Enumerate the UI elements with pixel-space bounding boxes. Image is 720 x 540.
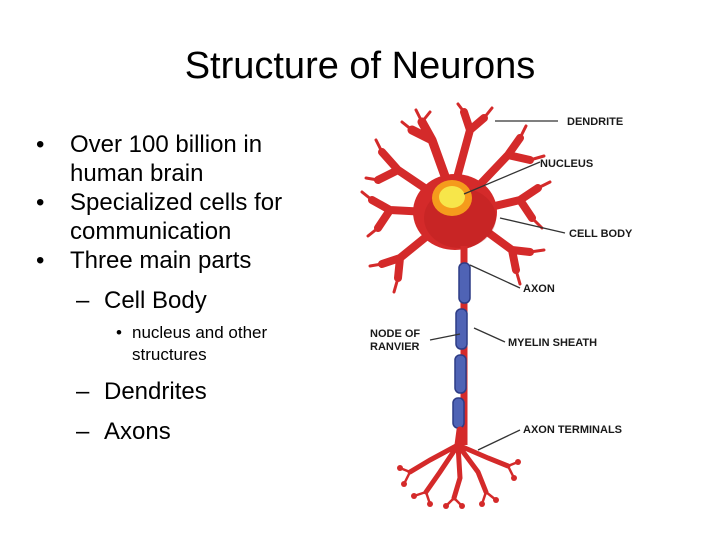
axon-terminals-group — [398, 426, 520, 508]
sub-bullet-item: –Dendrites — [36, 377, 336, 406]
label-axon-terminals: AXON TERMINALS — [523, 424, 622, 436]
label-nucleus: NUCLEUS — [540, 158, 593, 170]
label-myelin-sheath: MYELIN SHEATH — [508, 337, 597, 349]
myelin-segment — [458, 262, 471, 304]
label-axon: AXON — [523, 283, 555, 295]
nucleus-core — [439, 186, 465, 208]
bullet-item: Over 100 billion in human brain — [36, 130, 336, 188]
bullet-marker: • — [116, 323, 122, 342]
sub-bullet-text: Dendrites — [104, 378, 207, 405]
label-ranvier: RANVIER — [370, 341, 420, 353]
label-node-of: NODE OF — [370, 328, 420, 340]
dash-marker: – — [76, 287, 90, 314]
label-cell-body: CELL BODY — [569, 228, 633, 240]
sub-bullet-text: Cell Body — [104, 287, 207, 314]
slide-title: Structure of Neurons — [184, 45, 536, 87]
axon-group — [452, 246, 471, 445]
diagram-labels: DENDRITE NUCLEUS CELL BODY AXON NODE OF … — [370, 116, 633, 436]
dash-marker: – — [76, 378, 90, 405]
dash-marker: – — [76, 418, 90, 445]
sub-bullet-item: –Cell Body — [36, 286, 336, 315]
myelin-segment — [454, 354, 467, 394]
terminal-buttons — [397, 459, 521, 509]
myelin-segment — [455, 308, 468, 350]
bullet-item: Three main parts — [36, 246, 336, 275]
myelin-segment — [452, 397, 465, 429]
neuron-illustration: DENDRITE NUCLEUS CELL BODY AXON NODE OF … — [360, 102, 633, 509]
sub-bullet-text: Axons — [104, 418, 171, 445]
dendrites-group — [360, 102, 552, 294]
bullet-item: Specialized cells for communication — [36, 188, 336, 246]
sub-bullet-item: –Axons — [36, 417, 336, 446]
sub-sub-bullet-text: nucleus and other structures — [132, 323, 268, 364]
neuron-diagram: DENDRITE NUCLEUS CELL BODY AXON NODE OF … — [360, 100, 660, 510]
sub-sub-bullet-item: • nucleus and other structures — [36, 322, 336, 366]
label-dendrite: DENDRITE — [567, 116, 623, 128]
leader-lines — [429, 120, 566, 451]
bullet-list: Over 100 billion in human brain Speciali… — [36, 130, 336, 446]
